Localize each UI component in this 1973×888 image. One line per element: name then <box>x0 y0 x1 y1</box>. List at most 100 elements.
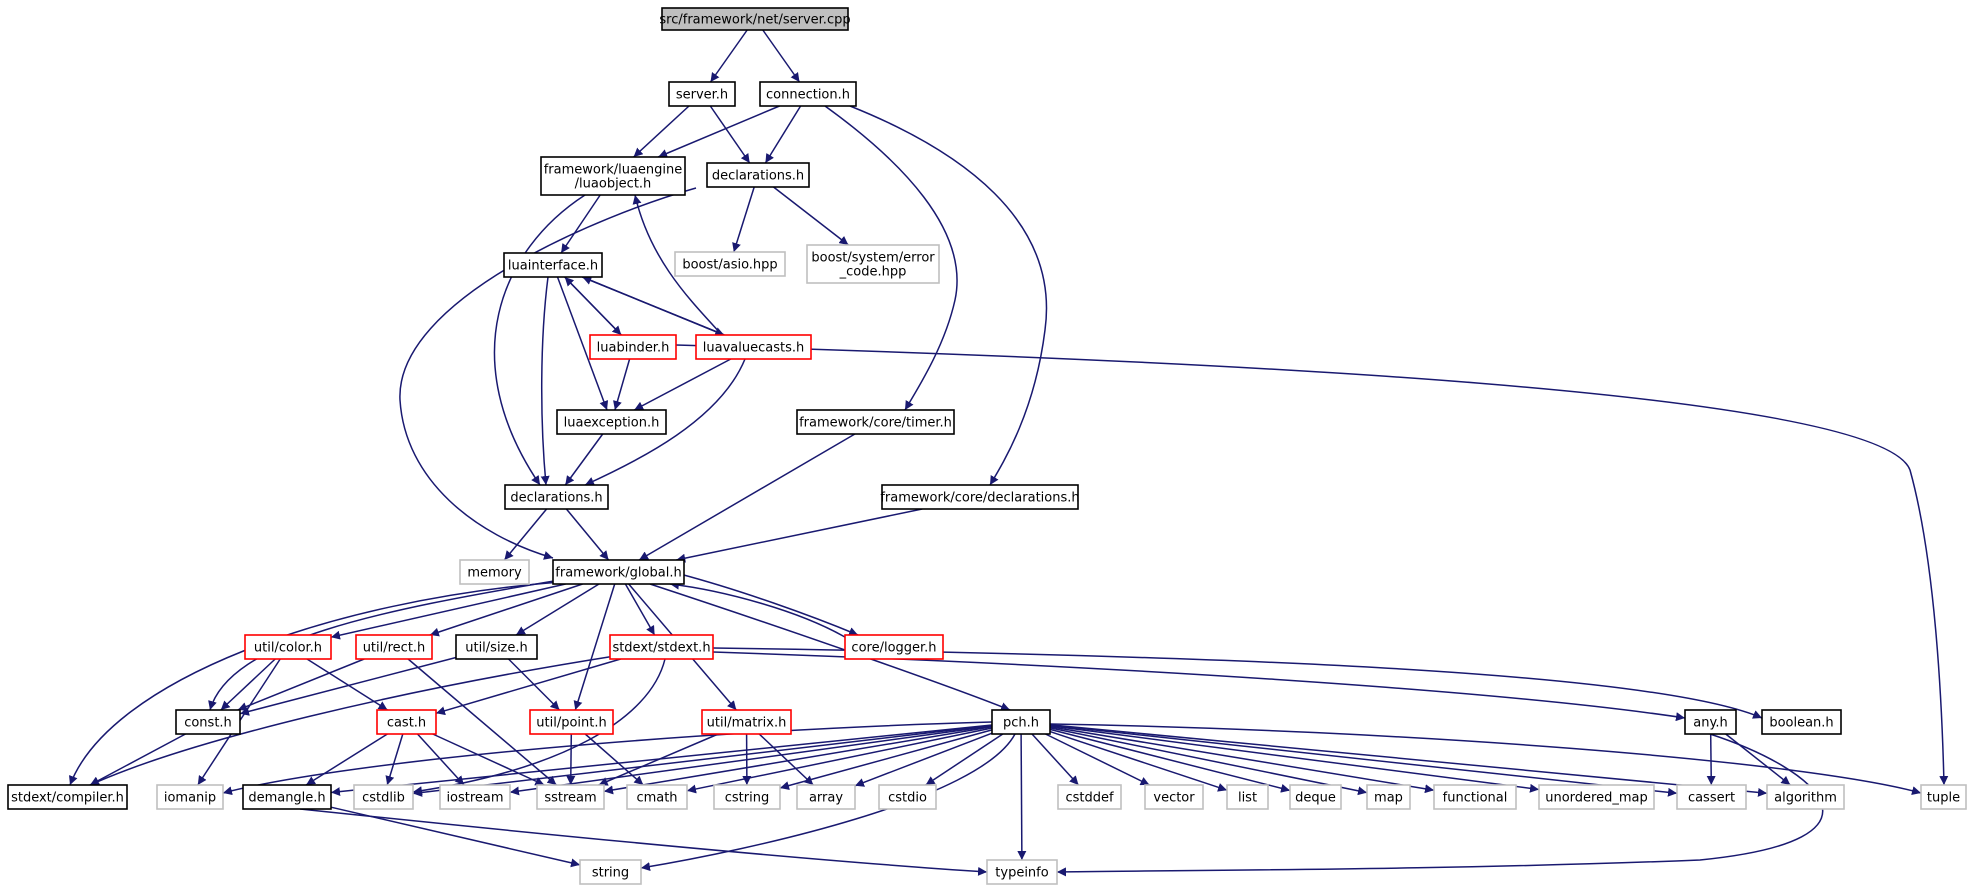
node-core-declarations-h[interactable]: framework/core/declarations.h <box>880 484 1080 510</box>
edge-declarations_mid-to-global_h <box>565 508 610 561</box>
node-stdext-h[interactable]: stdext/stdext.h <box>609 634 714 660</box>
node-box <box>706 162 810 188</box>
edge-core_declarations_h-to-global_h <box>676 508 923 563</box>
node-typeinfo: typeinfo <box>986 859 1058 885</box>
node-connection-h[interactable]: connection.h <box>759 81 857 107</box>
node-label: _code.hpp <box>839 265 907 280</box>
edge-pch_h-to-cstddef <box>1031 733 1080 786</box>
node-box <box>1057 784 1122 810</box>
edge-timer_h-to-global_h <box>638 433 856 561</box>
node-luainterface-h[interactable]: luainterface.h <box>503 252 603 278</box>
node-box <box>661 7 849 31</box>
edge-pch_h-to-string <box>640 733 1016 871</box>
node-cstring: cstring <box>713 784 781 810</box>
node-box <box>796 784 856 810</box>
node-box <box>991 709 1051 735</box>
node-box <box>844 634 944 660</box>
node-util-matrix-h[interactable]: util/matrix.h <box>701 709 792 735</box>
node-luabinder-h[interactable]: luabinder.h <box>589 334 677 360</box>
node-label: framework/core/declarations.h <box>880 491 1079 506</box>
node-box <box>1538 784 1655 810</box>
edge-global_h-to-stdext_h <box>624 583 656 636</box>
node-logger-h[interactable]: core/logger.h <box>844 634 944 660</box>
edge-const_h-to-compiler_h <box>89 733 186 786</box>
node-compiler-h[interactable]: stdext/compiler.h <box>7 784 128 810</box>
node-label: tuple <box>1927 791 1960 806</box>
edge-pch_h-to-typeinfo <box>1017 733 1027 861</box>
edge-global_h-to-compiler_h <box>69 581 561 786</box>
edge-connection_h-to-luaobject_h <box>657 105 780 158</box>
edge-pch_h-to-cstdlib <box>412 724 993 797</box>
node-cstdlib: cstdlib <box>353 784 414 810</box>
node-declarations-mid[interactable]: declarations.h <box>504 484 609 510</box>
edge-util_color_h-to-cast_h <box>306 658 388 711</box>
node-global-h[interactable]: framework/global.h <box>552 559 685 585</box>
node-luavaluecasts-h[interactable]: luavaluecasts.h <box>695 334 812 360</box>
edge-global_h-to-util_color_h <box>330 583 566 640</box>
edge-connection_h-to-core_declarations_h <box>849 105 1048 486</box>
node-label: memory <box>467 566 522 581</box>
node-label: algorithm <box>1774 791 1837 806</box>
node-label: util/color.h <box>254 641 322 656</box>
node-box <box>1920 784 1967 810</box>
node-box <box>7 784 128 810</box>
node-functional: functional <box>1433 784 1517 810</box>
node-label: src/framework/net/server.cpp <box>659 13 850 28</box>
edge-demangle_h-to-typeinfo <box>299 808 988 876</box>
edge-server_h-to-luaobject_h <box>633 105 690 158</box>
edge-connection_h-to-timer_h <box>824 105 958 411</box>
node-label: cast.h <box>387 716 426 731</box>
edge-root-to-connection_h <box>762 29 801 83</box>
node-label: sstream <box>544 791 596 806</box>
edge-pch_h-to-iostream <box>509 725 993 796</box>
edge-root-to-server_h <box>709 29 748 83</box>
node-pch-h[interactable]: pch.h <box>991 709 1051 735</box>
edge-pch_h-to-list <box>1049 730 1228 792</box>
node-cast-h[interactable]: cast.h <box>376 709 437 735</box>
node-label: string <box>592 866 629 881</box>
node-label: cmath <box>636 791 677 806</box>
node-box <box>242 784 332 810</box>
node-label: cstdio <box>888 791 927 806</box>
node-box <box>1766 784 1845 810</box>
node-box <box>540 156 686 196</box>
node-declarations-top[interactable]: declarations.h <box>706 162 810 188</box>
edge-luavaluecasts_h-to-luainterface_h <box>582 276 725 336</box>
edge-declarations_top-to-boost_asio <box>732 186 755 253</box>
node-boolean-h[interactable]: boolean.h <box>1761 709 1842 735</box>
node-server-h[interactable]: server.h <box>668 81 736 107</box>
node-label: cstdlib <box>362 791 405 806</box>
node-label: core/logger.h <box>851 641 936 656</box>
node-luaobject-h[interactable]: framework/luaengine/luaobject.h <box>540 156 686 196</box>
node-deque: deque <box>1289 784 1342 810</box>
node-label: declarations.h <box>510 491 602 506</box>
node-box <box>376 709 437 735</box>
node-box <box>695 334 812 360</box>
node-box <box>1289 784 1342 810</box>
edge-luabinder_h-to-tuple <box>675 344 1949 786</box>
edge-pch_h-to-cstring <box>779 729 993 790</box>
node-box <box>878 784 937 810</box>
node-box <box>713 784 781 810</box>
node-util-color-h[interactable]: util/color.h <box>244 634 332 660</box>
node-util-rect-h[interactable]: util/rect.h <box>355 634 433 660</box>
node-label: vector <box>1153 791 1195 806</box>
node-root[interactable]: src/framework/net/server.cpp <box>659 7 851 31</box>
edge-pch_h-to-iomanip <box>222 721 993 796</box>
node-label: luaexception.h <box>564 416 660 431</box>
node-vector: vector <box>1144 784 1204 810</box>
edge-pch_h-to-cmath <box>686 727 993 794</box>
node-util-point-h[interactable]: util/point.h <box>529 709 614 735</box>
node-luaexception-h[interactable]: luaexception.h <box>556 409 667 435</box>
node-demangle-h[interactable]: demangle.h <box>242 784 332 810</box>
edge-luabinder_h-to-luaexception_h <box>613 358 631 411</box>
node-label: boost/asio.hpp <box>682 258 777 273</box>
node-label: boolean.h <box>1769 716 1833 731</box>
node-const-h[interactable]: const.h <box>175 709 241 735</box>
node-util-size-h[interactable]: util/size.h <box>455 634 538 660</box>
node-timer-h[interactable]: framework/core/timer.h <box>796 409 955 435</box>
node-string: string <box>579 859 642 885</box>
node-label: framework/global.h <box>555 566 681 581</box>
edge-pch_h-to-deque <box>1049 728 1291 793</box>
node-any-h[interactable]: any.h <box>1684 709 1737 735</box>
